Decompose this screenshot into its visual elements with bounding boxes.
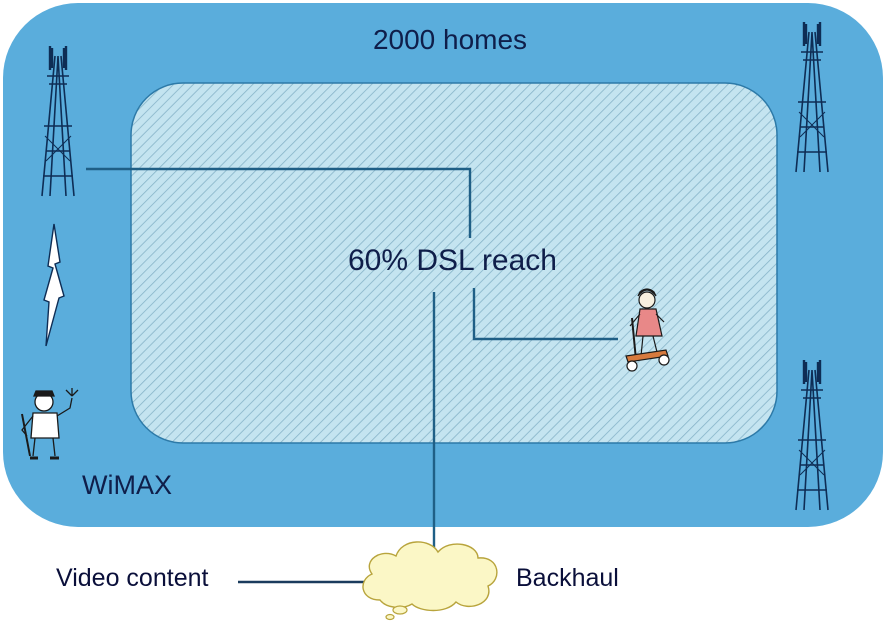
inner-zone (130, 82, 778, 444)
child-on-scooter-icon (625, 288, 670, 372)
cloud-icon (362, 541, 498, 621)
link-lines (86, 167, 618, 584)
man-figure-icon (21, 388, 79, 460)
center-to-child-link (472, 288, 618, 341)
backhaul-label: Backhaul (516, 564, 619, 592)
wimax-label: WiMAX (82, 470, 172, 500)
inner-zone-label: 60% DSL reach (347, 244, 557, 277)
tower-to-center-link (86, 167, 472, 238)
lightning-bolt-icon (43, 223, 65, 347)
video-content-label: Video content (56, 564, 209, 592)
outer-zone-label: 2000 homes (372, 24, 528, 55)
